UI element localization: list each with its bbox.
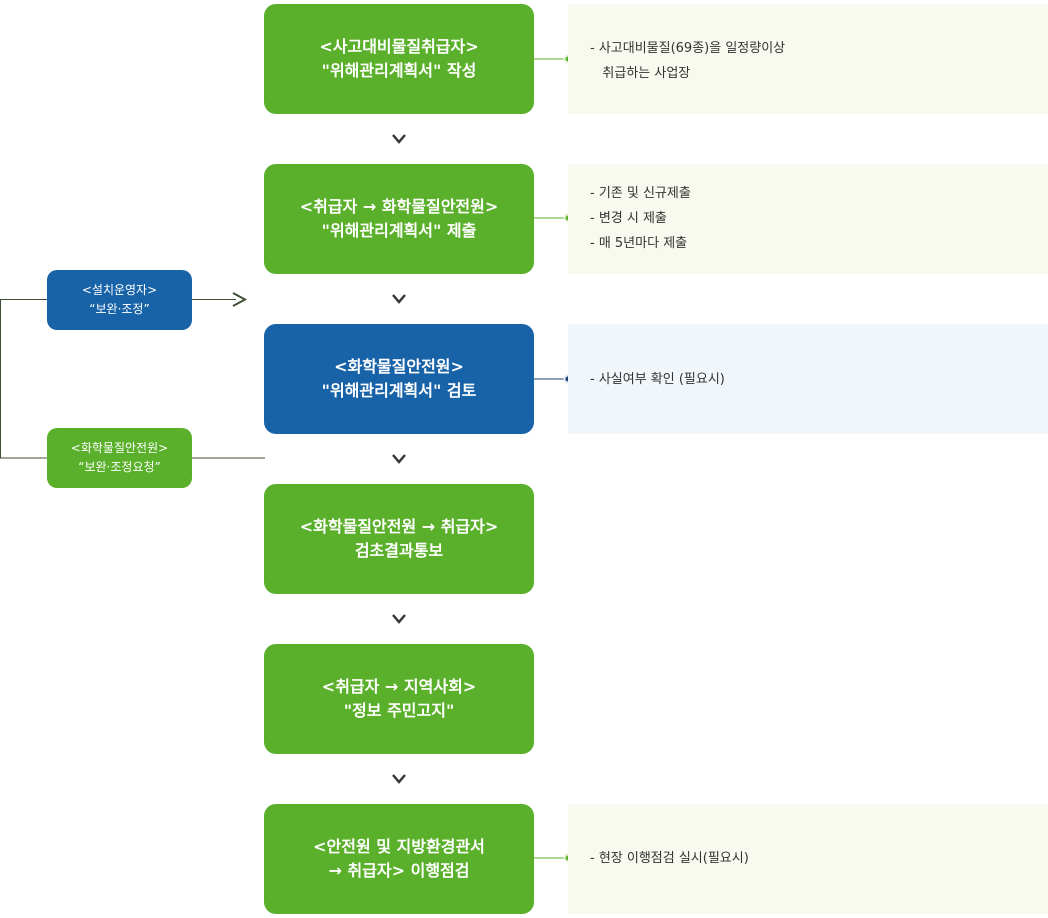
note-step-2: - 기존 및 신규제출 - 변경 시 제출 - 매 5년마다 제출	[568, 164, 1048, 274]
chevron-down-icon	[392, 294, 406, 304]
step-subtitle: → 취급자> 이행점검	[328, 861, 470, 880]
step-3-plan-review: <화학물질안전원> "위해관리계획서" 검토	[264, 324, 534, 434]
note-step-1: - 사고대비물질(69종)을 일정량이상 취급하는 사업장	[568, 4, 1048, 114]
side-box-subtitle: “보완·조정요청”	[78, 460, 161, 474]
note-line: - 변경 시 제출	[590, 211, 667, 226]
chevron-down-icon	[392, 614, 406, 624]
step-subtitle: "위해관리계획서" 제출	[321, 221, 477, 240]
step-6-inspection: <안전원 및 지방환경관서 → 취급자> 이행점검	[264, 804, 534, 914]
note-line: - 현장 이행점검 실시(필요시)	[590, 851, 749, 866]
side-box-institute: <화학물질안전원> “보완·조정요청”	[47, 428, 192, 488]
side-box-operator: <설치운영자> “보완·조정”	[47, 270, 192, 330]
step-title: <화학물질안전원 → 취급자>	[299, 517, 499, 536]
step-subtitle: "위해관리계획서" 검토	[321, 381, 477, 400]
feedback-arrowhead	[232, 292, 248, 307]
note-line: - 사실여부 확인 (필요시)	[590, 372, 725, 387]
step-subtitle: "정보 주민고지"	[343, 701, 455, 720]
chevron-down-icon	[392, 774, 406, 784]
note-line: - 매 5년마다 제출	[590, 236, 688, 251]
note-line: - 사고대비물질(69종)을 일정량이상	[590, 41, 786, 56]
step-title: <취급자 → 화학물질안전원>	[299, 197, 499, 216]
note-step-6: - 현장 이행점검 실시(필요시)	[568, 804, 1048, 914]
chevron-down-icon	[392, 454, 406, 464]
side-box-subtitle: “보완·조정”	[89, 302, 150, 316]
note-step-3: - 사실여부 확인 (필요시)	[568, 324, 1048, 434]
step-5-public-notice: <취급자 → 지역사회> "정보 주민고지"	[264, 644, 534, 754]
side-box-title: <화학물질안전원>	[70, 441, 169, 455]
step-title: <사고대비물질취급자>	[319, 37, 479, 56]
step-2-plan-submission: <취급자 → 화학물질안전원> "위해관리계획서" 제출	[264, 164, 534, 274]
chevron-down-icon	[392, 134, 406, 144]
step-1-plan-writing: <사고대비물질취급자> "위해관리계획서" 작성	[264, 4, 534, 114]
note-line: 취급하는 사업장	[590, 66, 691, 81]
step-subtitle: 검초결과통보	[354, 541, 444, 560]
step-4-result-notice: <화학물질안전원 → 취급자> 검초결과통보	[264, 484, 534, 594]
note-line: - 기존 및 신규제출	[590, 186, 691, 201]
side-box-title: <설치운영자>	[81, 283, 158, 297]
step-title: <취급자 → 지역사회>	[321, 677, 477, 696]
step-title: <안전원 및 지방환경관서	[313, 837, 485, 856]
step-title: <화학물질안전원>	[334, 357, 464, 376]
step-subtitle: "위해관리계획서" 작성	[321, 61, 477, 80]
